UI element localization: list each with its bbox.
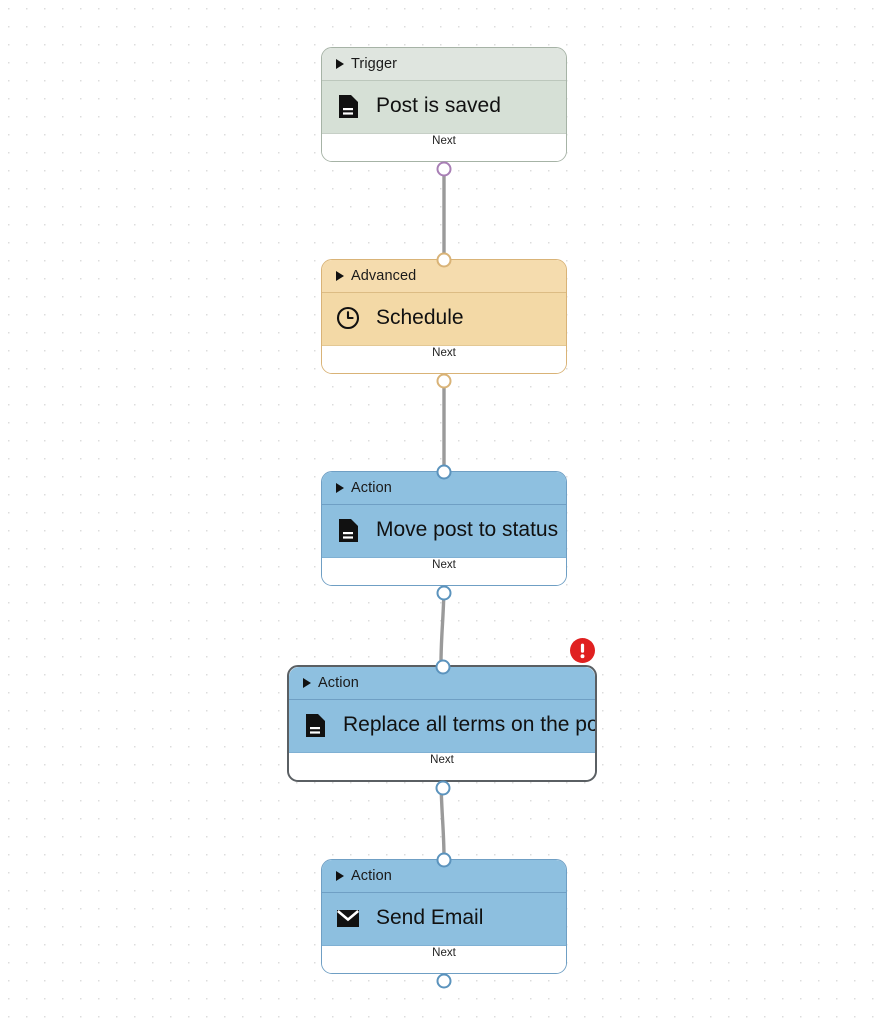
next-label: Next <box>432 347 456 359</box>
chevron-right-icon[interactable] <box>336 483 344 493</box>
node-category-label: Action <box>351 480 392 496</box>
workflow-node-trigger[interactable]: Trigger Post is saved Next <box>321 47 567 176</box>
output-port[interactable] <box>436 161 452 176</box>
document-icon <box>336 517 360 543</box>
clock-icon <box>336 305 360 331</box>
chevron-right-icon[interactable] <box>336 271 344 281</box>
chevron-right-icon[interactable] <box>303 678 311 688</box>
next-label: Next <box>432 559 456 571</box>
node-title: Move post to status <box>376 517 559 541</box>
document-icon <box>336 93 360 119</box>
node-category-label: Trigger <box>351 56 398 72</box>
error-badge[interactable] <box>570 638 595 663</box>
node-title: Post is saved <box>376 93 501 117</box>
node-category-label: Action <box>351 868 392 884</box>
node-footer: Next <box>322 945 566 973</box>
chevron-right-icon[interactable] <box>336 871 344 881</box>
input-port[interactable] <box>436 252 452 268</box>
output-port[interactable] <box>435 780 451 795</box>
next-label: Next <box>430 754 454 766</box>
node-title: Replace all terms on the post <box>343 712 595 736</box>
node-header[interactable]: Trigger <box>322 48 566 80</box>
node-body[interactable]: Replace all terms on the post <box>289 699 595 752</box>
node-title: Schedule <box>376 305 464 329</box>
output-port[interactable] <box>436 373 452 388</box>
node-footer: Next <box>289 752 595 780</box>
node-footer: Next <box>322 133 566 161</box>
input-port[interactable] <box>436 852 452 868</box>
node-body[interactable]: Post is saved <box>322 80 566 133</box>
next-label: Next <box>432 135 456 147</box>
node-title: Send Email <box>376 905 484 929</box>
node-body[interactable]: Schedule <box>322 292 566 345</box>
input-port[interactable] <box>435 659 451 675</box>
output-port[interactable] <box>436 585 452 600</box>
next-label: Next <box>432 947 456 959</box>
node-body[interactable]: Move post to status <box>322 504 566 557</box>
node-footer: Next <box>322 345 566 373</box>
workflow-node-action-move-post-to-status[interactable]: Action Move post to status Next <box>321 464 567 600</box>
chevron-right-icon[interactable] <box>336 59 344 69</box>
node-category-label: Action <box>318 675 359 691</box>
node-footer: Next <box>322 557 566 585</box>
workflow-node-action-send-email[interactable]: Action Send Email Next <box>321 852 567 988</box>
workflow-node-advanced[interactable]: Advanced Schedule Next <box>321 252 567 388</box>
node-category-label: Advanced <box>351 268 417 284</box>
document-icon <box>303 712 327 738</box>
input-port[interactable] <box>436 464 452 480</box>
workflow-node-action-replace-all-terms[interactable]: Action Replace all terms on the post Nex… <box>287 659 597 795</box>
output-port[interactable] <box>436 973 452 988</box>
exclamation-icon <box>580 643 585 659</box>
envelope-icon <box>336 905 360 931</box>
node-body[interactable]: Send Email <box>322 892 566 945</box>
